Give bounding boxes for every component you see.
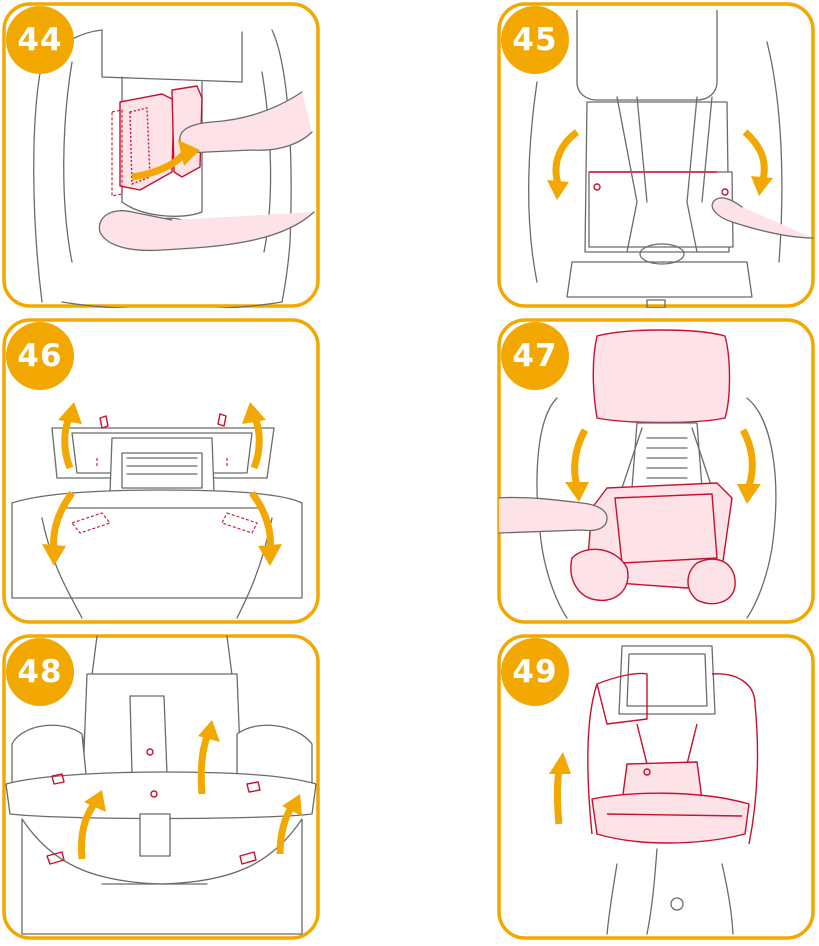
step-48-badge: 48 [6, 638, 74, 706]
step-47-badge: 47 [501, 322, 569, 390]
step-46-badge: 46 [6, 322, 74, 390]
step-49-panel: 49 [497, 634, 815, 940]
step-44-badge: 44 [6, 6, 74, 74]
step-45-badge: 45 [501, 6, 569, 74]
step-49-badge: 49 [501, 638, 569, 706]
step-45-panel: 45 [497, 2, 815, 308]
step-47-panel: 47 [497, 318, 815, 624]
step-48-panel: 48 [2, 634, 320, 940]
step-44-panel: 44 [2, 2, 320, 308]
step-46-panel: 46 [2, 318, 320, 624]
